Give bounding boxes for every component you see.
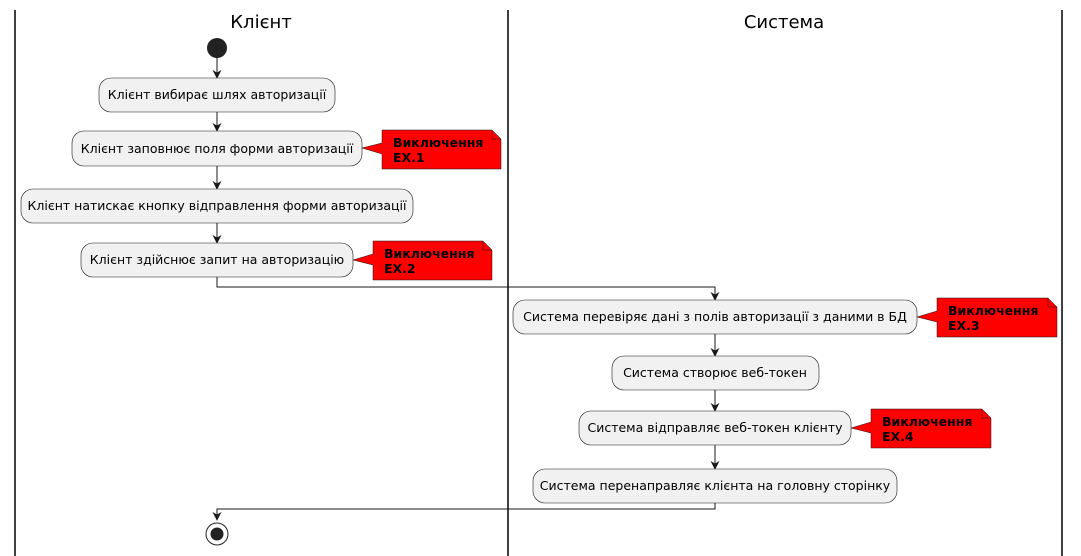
activity-choose-auth-path: Клієнт вибирає шлях авторизації [98, 77, 336, 113]
activity-label: Клієнт вибирає шлях авторизації [108, 87, 327, 102]
note-exception-ex1: Виключення EX.1 [361, 129, 502, 170]
note-code: EX.1 [393, 150, 425, 165]
activity-label: Система перевіряє дані з полів авторизац… [523, 309, 907, 324]
note-title: Виключення [384, 246, 474, 261]
note-title: Виключення [948, 303, 1038, 318]
activity-label: Клієнт заповнює поля форми авторизації [81, 141, 354, 156]
note-exception-ex2: Виключення EX.2 [352, 240, 493, 281]
activity-label: Система перенаправляє клієнта на головну… [540, 478, 891, 493]
note-title: Виключення [882, 414, 972, 429]
activity-send-auth-request: Клієнт здійснює запит на авторизацію [80, 242, 354, 278]
flow-arrow-return [212, 503, 716, 521]
note-code: EX.2 [384, 261, 416, 276]
lane-title-client: Клієнт [230, 12, 291, 33]
activity-create-web-token: Система створює веб-токен [611, 355, 820, 391]
activity-label: Система відправляє веб-токен клієнту [587, 420, 843, 435]
note-exception-ex4: Виключення EX.4 [850, 408, 992, 449]
activity-fill-auth-form: Клієнт заповнює поля форми авторизації [71, 130, 363, 167]
activity-press-submit-button: Клієнт натискає кнопку відправлення форм… [20, 188, 414, 224]
activity-label: Система створює веб-токен [623, 365, 807, 380]
activity-verify-auth-data: Система перевіряє дані з полів авторизац… [512, 299, 918, 335]
activity-send-web-token: Система відправляє веб-токен клієнту [578, 410, 852, 446]
activity-label: Клієнт натискає кнопку відправлення форм… [28, 198, 407, 213]
lane-title-system: Система [744, 12, 824, 33]
end-node [205, 522, 229, 546]
note-code: EX.3 [948, 318, 980, 333]
start-node [207, 38, 227, 58]
flow-arrow-cross-lane [216, 277, 720, 301]
activity-redirect-home: Система перенаправляє клієнта на головну… [532, 468, 898, 504]
note-code: EX.4 [882, 429, 914, 444]
activity-label: Клієнт здійснює запит на авторизацію [90, 252, 344, 267]
note-exception-ex3: Виключення EX.3 [916, 297, 1058, 338]
note-title: Виключення [393, 135, 483, 150]
